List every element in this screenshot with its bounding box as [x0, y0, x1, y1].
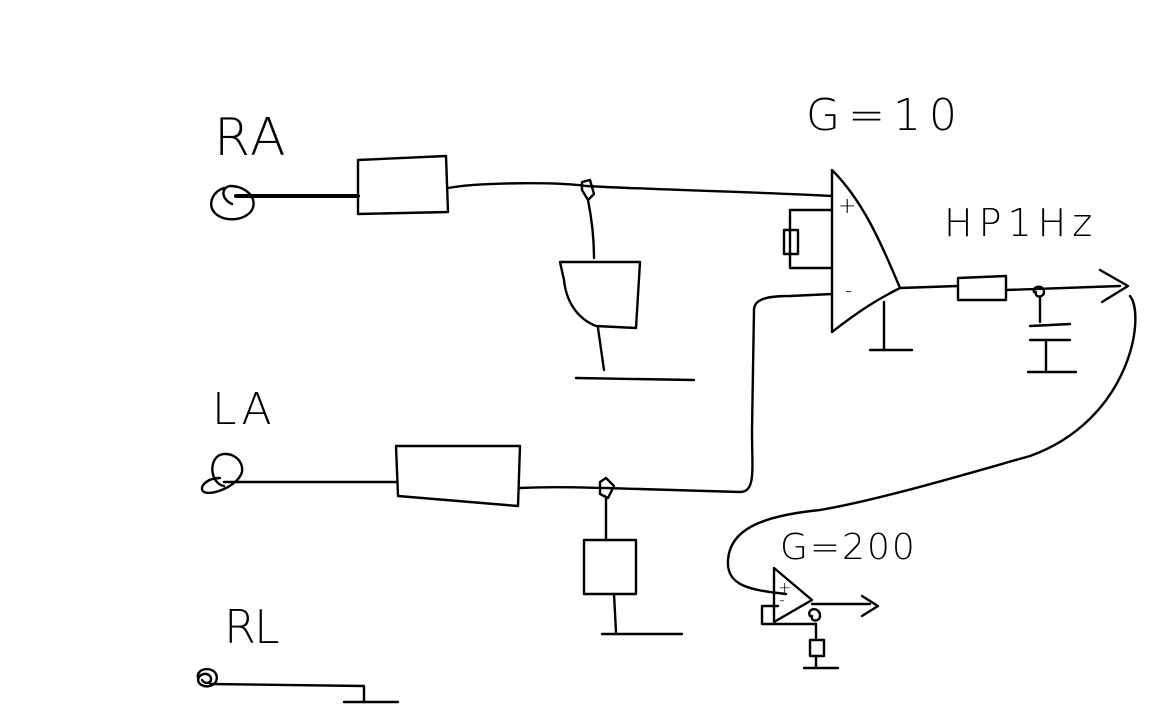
- second-gain-label: G=200: [780, 527, 917, 568]
- ra-electrode: [210, 184, 255, 221]
- second-stage-feed-wire: [726, 294, 1137, 596]
- ra-input-resistor: [356, 154, 450, 216]
- amplifier-ground: [868, 300, 914, 352]
- la-junction-node: [598, 476, 616, 500]
- hp-junction-node: [1032, 285, 1046, 324]
- hp-output-wire: [1004, 284, 1122, 292]
- ra-junction-node: [580, 178, 596, 202]
- hp-filter-label: HP1Hz: [944, 201, 1099, 245]
- second-amplifier: [772, 566, 814, 624]
- la-electrode: [200, 452, 244, 495]
- rl-electrode: [196, 667, 218, 688]
- second-amplifier-ground-resistor: [802, 622, 840, 670]
- second-amplifier-output: [810, 594, 880, 618]
- hp-filter-capacitor: [1026, 322, 1078, 374]
- main-amp-plus-label: +: [838, 194, 857, 219]
- amplifier-output-wire: [898, 284, 960, 290]
- ra-label: RA: [214, 108, 288, 168]
- rl-lead-wire: [208, 682, 400, 704]
- main-amp-minus-label: -: [845, 278, 853, 302]
- second-amp-plus-label: +: [778, 578, 792, 597]
- hp-output-arrow: [1098, 268, 1130, 304]
- main-gain-label: G=10: [806, 90, 965, 141]
- second-amp-minus-label: -: [779, 590, 785, 609]
- la-shunt-component: [582, 538, 638, 634]
- ra-ground-line: [574, 376, 696, 382]
- ra-signal-wire: [446, 182, 834, 198]
- hp-filter-resistor: [956, 274, 1008, 302]
- gain-resistor: [782, 208, 834, 270]
- la-input-resistor: [394, 444, 522, 508]
- ra-shunt-capacitor: [558, 260, 642, 372]
- la-signal-wire: [518, 292, 834, 494]
- second-amplifier-feedback: [760, 604, 822, 626]
- rl-label: RL: [224, 600, 280, 654]
- ra-shunt-wire: [586, 198, 596, 260]
- la-label: LA: [212, 384, 276, 435]
